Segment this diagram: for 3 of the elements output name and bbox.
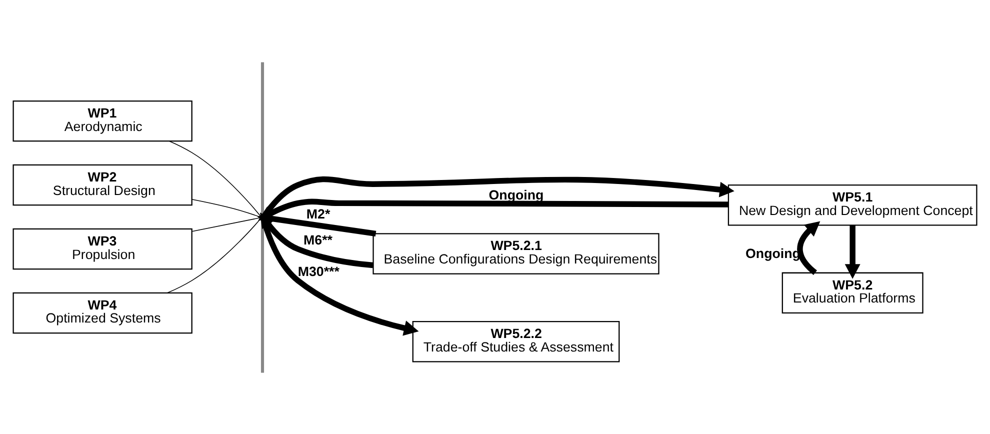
- edge-label: M2*: [306, 206, 330, 222]
- edge-label: M6**: [304, 232, 333, 247]
- edge-label: M30***: [298, 263, 340, 278]
